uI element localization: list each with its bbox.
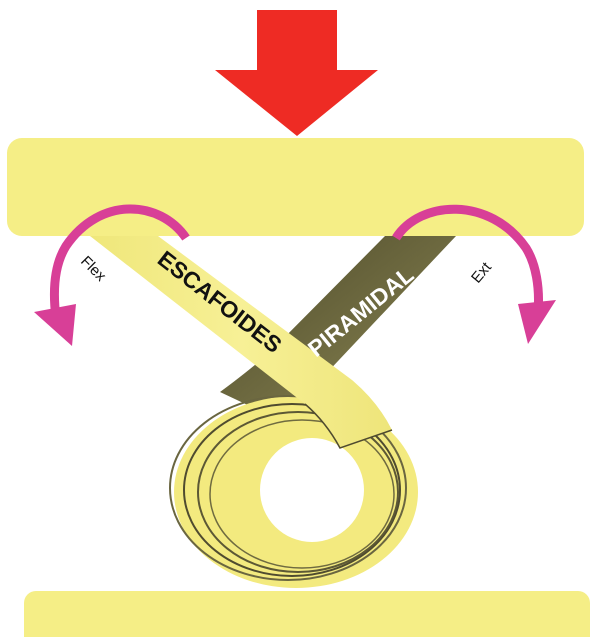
scaphoid-label: ESCAFOIDES [153, 245, 287, 358]
down-arrow-icon [215, 10, 378, 136]
flexion-label: Flex [77, 253, 109, 285]
bottom-plate [24, 591, 590, 637]
extension-label: Ext [468, 258, 495, 286]
